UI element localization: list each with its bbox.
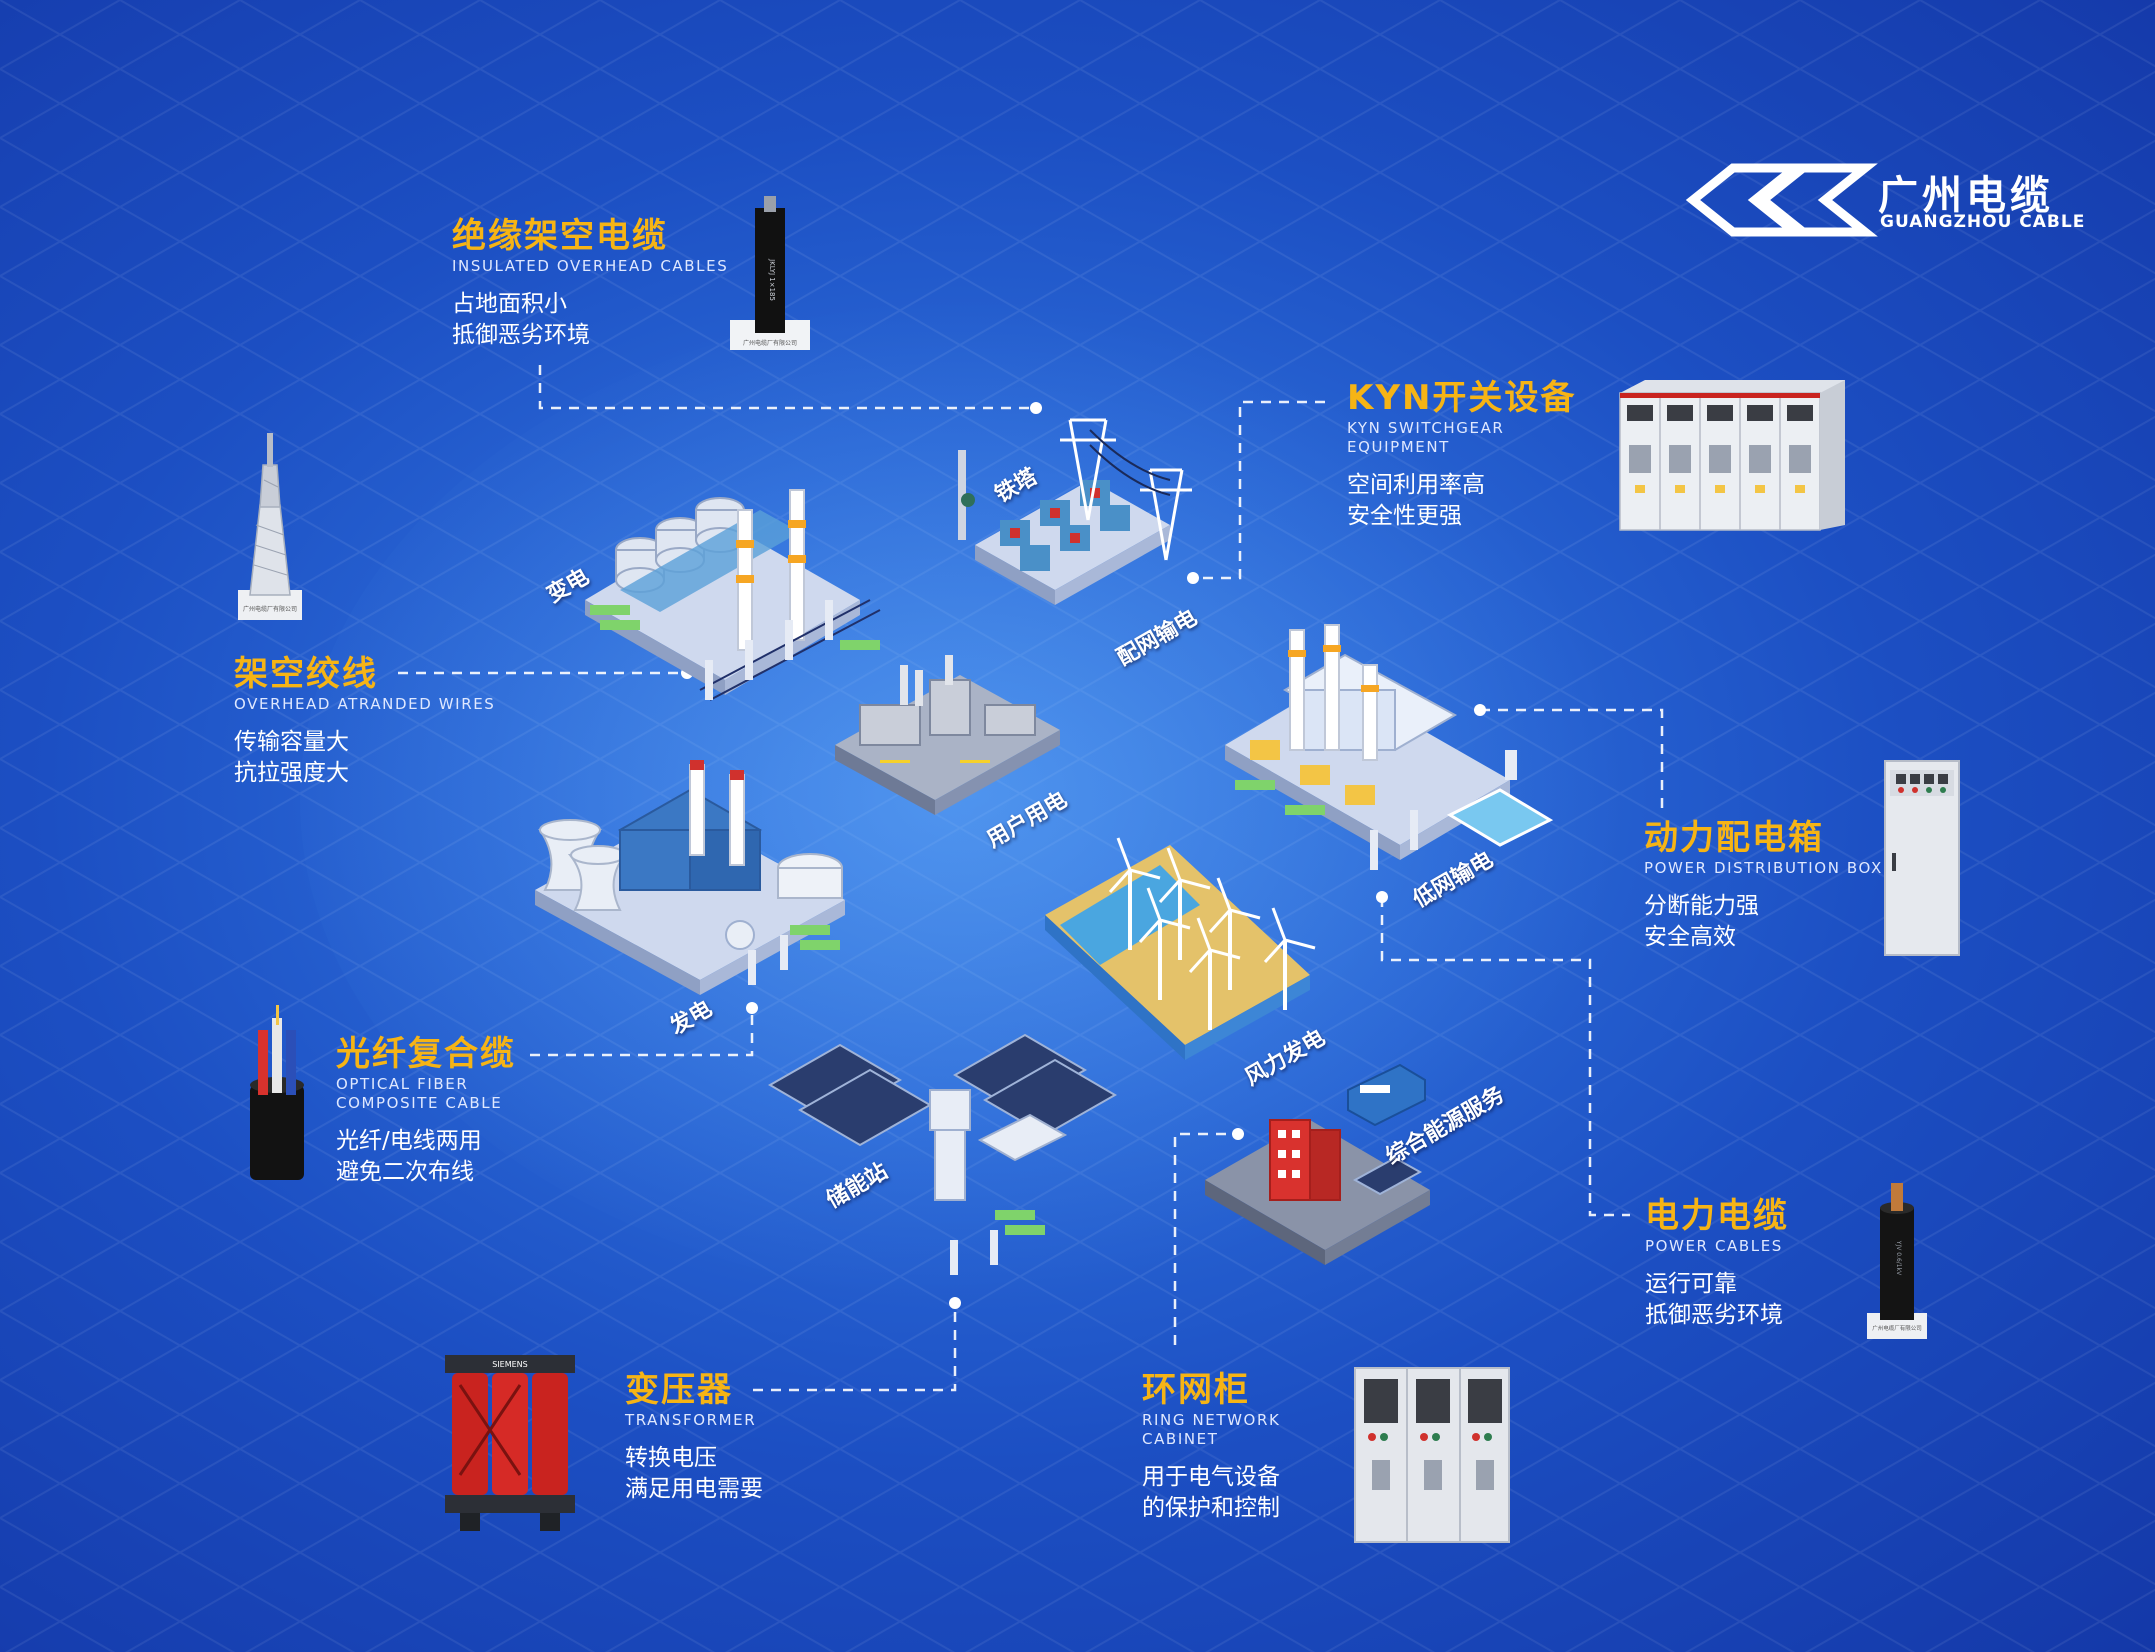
product-subtitle: POWER CABLES xyxy=(1645,1237,1783,1255)
product-subtitle: POWER DISTRIBUTION BOX xyxy=(1644,859,1883,877)
svg-text:YJV 0.6/1kV: YJV 0.6/1kV xyxy=(1895,1240,1902,1276)
ring-network-cabinet-image xyxy=(1354,1367,1510,1543)
product-desc: 分断能力强 安全高效 xyxy=(1644,891,1883,953)
product-desc-line: 安全性更强 xyxy=(1347,503,1462,529)
product-power-cables: 电力电缆 POWER CABLES 运行可靠 抵御恶劣环境 xyxy=(1645,1196,1789,1331)
product-desc: 光纤/电线两用 避免二次布线 xyxy=(336,1126,516,1188)
power-cable-image: YJV 0.6/1kV 广州电缆厂有限公司 xyxy=(1867,1183,1927,1339)
product-subtitle: COMPOSITE CABLE xyxy=(336,1094,503,1112)
product-kyn-switchgear: KYN开关设备 KYN SWITCHGEAR EQUIPMENT 空间利用率高 … xyxy=(1347,378,1576,532)
transformer-brand: SIEMENS xyxy=(492,1360,528,1369)
connector-dot xyxy=(746,1002,758,1014)
product-title: 电力电缆 xyxy=(1645,1196,1789,1236)
connector-dot xyxy=(1030,402,1042,414)
product-power-distribution-box: 动力配电箱 POWER DISTRIBUTION BOX 分断能力强 安全高效 xyxy=(1644,818,1883,953)
product-title: 动力配电箱 xyxy=(1644,818,1824,858)
product-desc: 用于电气设备 的保护和控制 xyxy=(1142,1462,1280,1524)
strand-print: 广州电缆厂有限公司 xyxy=(243,605,297,613)
connector-kyn xyxy=(1193,400,1325,580)
connector-dot xyxy=(1474,704,1486,716)
product-ring-network-cabinet: 环网柜 RING NETWORK CABINET 用于电气设备 的保护和控制 xyxy=(1142,1370,1280,1524)
product-desc-line: 满足用电需要 xyxy=(625,1476,763,1502)
product-subtitle: EQUIPMENT xyxy=(1347,438,1450,456)
svg-text:JKLYJ 1×185: JKLYJ 1×185 xyxy=(768,258,776,301)
distribution-box-image xyxy=(1884,760,1960,956)
product-transformer: 变压器 TRANSFORMER 转换电压 满足用电需要 xyxy=(625,1370,763,1505)
product-title: 变压器 xyxy=(625,1370,733,1410)
product-desc-line: 转换电压 xyxy=(625,1445,717,1471)
product-desc-line: 安全高效 xyxy=(1644,924,1736,950)
user-consumption-illustration xyxy=(835,655,1060,815)
product-title: KYN开关设备 xyxy=(1347,378,1577,418)
product-overhead-stranded-wires: 架空绞线 OVERHEAD ATRANDED WIRES 传输容量大 抗拉强度大 xyxy=(234,654,495,789)
product-subtitle: OPTICAL FIBER xyxy=(336,1075,469,1093)
transformer-image: SIEMENS xyxy=(445,1355,575,1531)
product-subtitle: TRANSFORMER xyxy=(625,1411,757,1429)
connector-ring-network xyxy=(1173,1132,1238,1345)
product-desc: 空间利用率高 安全性更强 xyxy=(1347,470,1576,532)
distribution-yard-illustration xyxy=(958,418,1192,605)
product-desc-line: 抵御恶劣环境 xyxy=(1645,1302,1783,1328)
product-desc-line: 光纤/电线两用 xyxy=(336,1128,482,1154)
connector-transformer xyxy=(753,1303,957,1392)
product-title: 光纤复合缆 xyxy=(336,1034,516,1074)
product-title: 环网柜 xyxy=(1142,1370,1250,1410)
brand-name-en: GUANGZHOU CABLE xyxy=(1880,212,2086,232)
connector-dot xyxy=(1187,572,1199,584)
insulated-cable-print: 广州电缆厂有限公司 xyxy=(743,339,797,347)
connector-dot xyxy=(1232,1128,1244,1140)
optical-cable-image xyxy=(250,1005,304,1180)
product-subtitle: OVERHEAD ATRANDED WIRES xyxy=(234,695,496,713)
low-voltage-grid-illustration xyxy=(1225,624,1554,870)
product-subtitle: RING NETWORK xyxy=(1142,1411,1281,1429)
product-optical-fiber-composite-cable: 光纤复合缆 OPTICAL FIBER COMPOSITE CABLE 光纤/电… xyxy=(336,1034,516,1188)
product-desc: 占地面积小 抵御恶劣环境 xyxy=(452,289,728,351)
product-desc: 传输容量大 抗拉强度大 xyxy=(234,727,495,789)
power-plant-illustration xyxy=(535,760,845,995)
product-subtitle: CABINET xyxy=(1142,1430,1219,1448)
power-cable-print: 广州电缆厂有限公司 xyxy=(1872,1324,1922,1332)
connector-distribution-box xyxy=(1480,708,1664,810)
connector-dot xyxy=(949,1297,961,1309)
product-desc-line: 的保护和控制 xyxy=(1142,1495,1280,1521)
stranded-wire-image: 广州电缆厂有限公司 xyxy=(238,433,302,620)
product-subtitle: INSULATED OVERHEAD CABLES xyxy=(452,257,729,275)
product-title: 绝缘架空电缆 xyxy=(452,216,668,256)
product-desc-line: 用于电气设备 xyxy=(1142,1464,1280,1490)
product-title: 架空绞线 xyxy=(234,654,378,694)
product-desc-line: 空间利用率高 xyxy=(1347,472,1485,498)
substation-illustration xyxy=(585,489,881,701)
kyn-switchgear-image xyxy=(1619,380,1845,531)
wind-farm-illustration xyxy=(1045,837,1316,1060)
product-insulated-overhead-cables: 绝缘架空电缆 INSULATED OVERHEAD CABLES 占地面积小 抵… xyxy=(452,216,728,351)
connector-dot xyxy=(1376,891,1388,903)
product-desc-line: 抗拉强度大 xyxy=(234,760,349,786)
product-desc-line: 抵御恶劣环境 xyxy=(452,322,590,348)
connector-power-cable xyxy=(1380,897,1630,1217)
integrated-energy-illustration xyxy=(1205,1063,1430,1265)
insulated-cable-image: JKLYJ 1×185 广州电缆厂有限公司 xyxy=(730,196,810,350)
brand-name-cn: 广州电缆 xyxy=(1878,173,2054,219)
product-desc: 运行可靠 抵御恶劣环境 xyxy=(1645,1269,1789,1331)
connector-optical xyxy=(530,1008,754,1057)
storage-station-illustration xyxy=(768,1033,1117,1275)
product-desc-line: 占地面积小 xyxy=(452,291,567,317)
product-desc: 转换电压 满足用电需要 xyxy=(625,1443,763,1505)
product-desc-line: 运行可靠 xyxy=(1645,1271,1737,1297)
connector-insulated-cable xyxy=(538,365,1036,410)
product-subtitle: KYN SWITCHGEAR xyxy=(1347,419,1505,437)
product-desc-line: 避免二次布线 xyxy=(336,1159,474,1185)
double-diamond-logo-icon xyxy=(1685,163,1878,237)
product-desc-line: 分断能力强 xyxy=(1644,893,1759,919)
product-desc-line: 传输容量大 xyxy=(234,729,349,755)
